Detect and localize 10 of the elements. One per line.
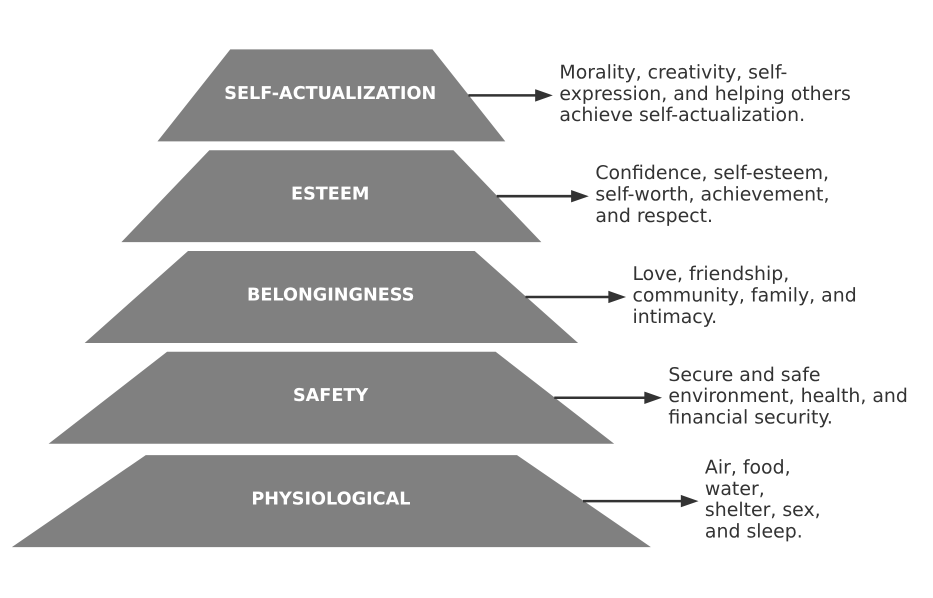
arrow: [526, 290, 626, 303]
arrow: [583, 494, 698, 507]
node-text: Morality, creativity, self-expression, and helping others achieve self-actualization.: [559, 60, 851, 126]
node-text: Secure and safe environment, health, and financial security.: [668, 363, 908, 428]
node-text: Air, food, water, shelter, sex, and sleep.: [704, 456, 821, 542]
arrow: [554, 391, 662, 404]
node-text: Confidence, self-esteem, self-worth, achievement, and respect.: [595, 162, 830, 227]
arrow: [496, 190, 589, 202]
arrow: [468, 88, 553, 102]
node-text: Love, friendship, community, family, and intimacy.: [632, 262, 857, 328]
